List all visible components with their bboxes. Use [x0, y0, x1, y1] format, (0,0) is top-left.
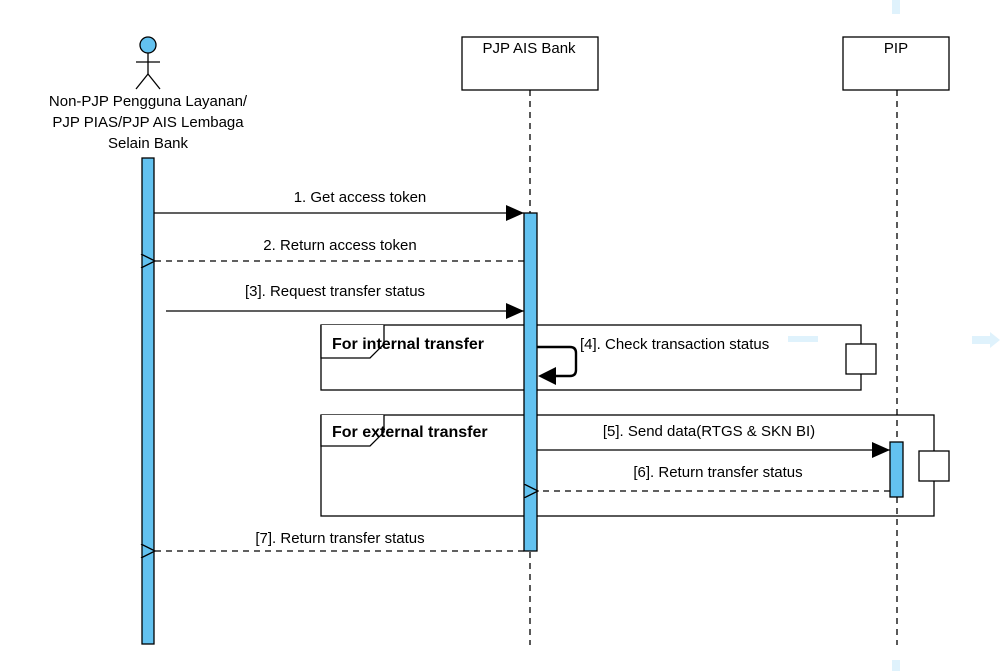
message-7-label: [7]. Return transfer status — [255, 530, 424, 547]
bank-activation-bar — [523, 212, 538, 552]
message-3: [3]. Request transfer status — [166, 283, 524, 319]
message-6: [6]. Return transfer status — [538, 464, 890, 491]
message-4-label: [4]. Check transaction status — [580, 336, 769, 353]
pip-participant: PIP — [842, 36, 950, 91]
message-3-label: [3]. Request transfer status — [245, 283, 425, 300]
fragment-internal-label: For internal transfer — [332, 336, 484, 353]
actor-participant: Non-PJP Pengguna Layanan/ PJP PIAS/PJP A… — [49, 36, 248, 152]
fragment-external-label: For external transfer — [332, 424, 488, 441]
message-2: 2. Return access token — [155, 237, 524, 261]
message-6-label: [6]. Return transfer status — [633, 464, 802, 481]
faint-guides — [788, 0, 1000, 671]
bank-participant: PJP AIS Bank — [461, 36, 599, 91]
external-fragment-marker-box — [918, 450, 950, 482]
message-5: [5]. Send data(RTGS & SKN BI) — [537, 423, 890, 458]
message-2-label: 2. Return access token — [263, 237, 416, 254]
actor-name-line2: PJP PIAS/PJP AIS Lembaga — [52, 114, 244, 131]
pip-participant-label: PIP — [884, 40, 908, 57]
actor-activation-bar — [141, 157, 155, 645]
message-4: [4]. Check transaction status — [537, 336, 769, 385]
actor-name-line1: Non-PJP Pengguna Layanan/ — [49, 93, 248, 110]
bank-participant-label: PJP AIS Bank — [482, 40, 576, 57]
message-7: [7]. Return transfer status — [155, 530, 524, 551]
fragment-internal-transfer: For internal transfer — [320, 324, 862, 391]
actor-name-line3: Selain Bank — [108, 135, 189, 152]
message-1-label: 1. Get access token — [294, 189, 427, 206]
stick-figure-actor-icon — [135, 36, 161, 90]
message-1: 1. Get access token — [154, 189, 524, 221]
internal-fragment-marker-box — [845, 343, 877, 375]
message-5-label: [5]. Send data(RTGS & SKN BI) — [603, 423, 815, 440]
pip-activation-bar — [889, 441, 904, 498]
